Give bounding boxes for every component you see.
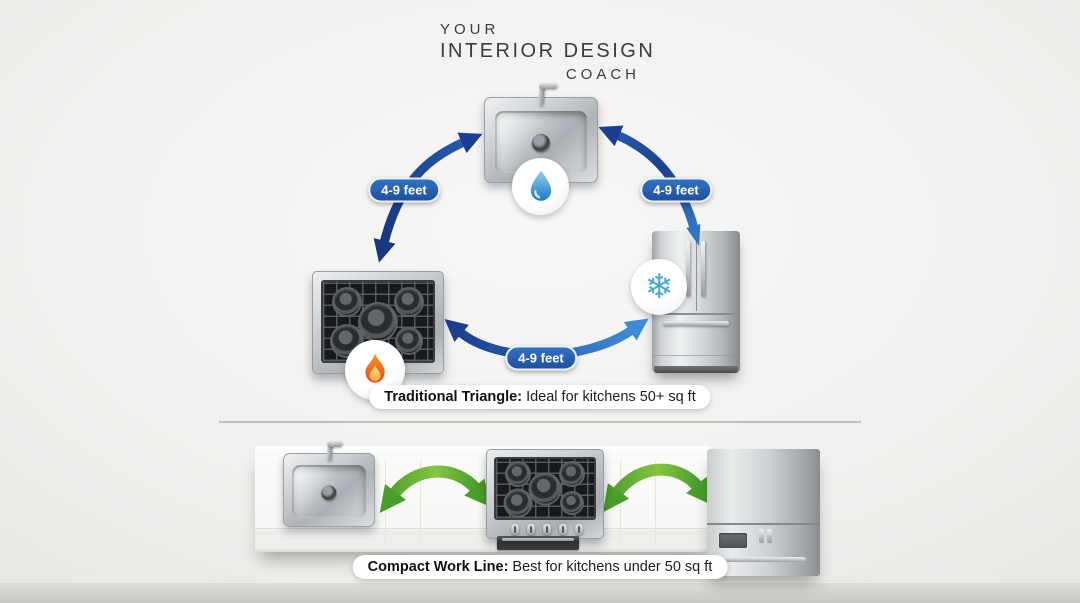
burner [506,463,529,486]
fridge-door-seam [695,235,697,311]
sink-compact [283,441,375,527]
sink-drain [532,134,550,153]
cooktop-knob [527,524,535,535]
faucet-spout [539,83,557,89]
fridge-handle-right [701,241,705,297]
fridge-base [654,366,738,373]
cooktop-knob [559,524,567,535]
floor-band [0,583,1080,603]
distance-pill-stove-fridge: 4-9 feet [505,345,577,371]
cabinet-seam [655,460,656,546]
stove-grate [494,457,596,520]
fridge-freezer-seam [652,313,740,315]
burner-center [360,303,396,340]
brand-line-coach: COACH [565,66,640,83]
cooktop-knob [575,524,583,535]
workline-caption: Compact Work Line: Best for kitchens und… [352,555,728,579]
freezer-handle [662,321,730,326]
fridge-handle-tab [767,529,772,543]
section-divider [219,421,861,423]
refrigerator-compact [707,449,820,576]
triangle-caption: Traditional Triangle: Ideal for kitchens… [369,385,711,409]
distance-pill-sink-fridge: 4-9 feet [640,177,712,203]
workline-caption-label: Compact Work Line: [367,559,509,575]
sink-top-view [484,83,598,183]
burner-center [530,474,560,503]
cooktop-knob [543,524,551,535]
cooktop-knob [511,524,519,535]
freezer-drawer-seam [652,355,740,356]
water-badge [512,158,569,215]
sink-drain [321,485,337,501]
fridge-handle-tab [759,529,764,543]
burner [334,288,361,315]
oven-door [497,536,579,550]
flame-icon [365,353,385,383]
cabinet-seam [420,460,421,546]
faucet-spout [327,441,342,447]
burner [396,329,421,354]
water-drop-icon [530,170,551,201]
workline-caption-text: Best for kitchens under 50 sq ft [508,559,713,575]
triangle-caption-text: Ideal for kitchens 50+ sq ft [522,389,696,405]
triangle-caption-label: Traditional Triangle: [384,389,523,405]
burner [505,490,531,516]
cabinet-seam [620,460,621,546]
ice-dispenser [719,533,747,548]
snowflake-icon: ❄ [644,267,674,307]
snowflake-badge: ❄ [631,259,687,315]
brand-header: YOUR INTERIOR DESIGN COACH [440,21,656,83]
distance-pill-sink-stove: 4-9 feet [368,177,440,203]
brand-line-main: INTERIOR DESIGN [440,40,656,62]
freezer-handle [720,557,807,562]
cabinet-drawer-seam [255,528,711,529]
fridge-handle-left [686,241,690,297]
oven-handle [501,538,575,541]
burner [395,288,422,315]
burner [561,463,584,486]
burner [562,492,583,513]
fridge-freezer-seam [707,523,820,525]
brand-line-your: YOUR [440,21,500,38]
cabinet-seam [385,460,386,546]
stove-cooktop [312,271,444,374]
cooktop-compact [486,449,604,539]
